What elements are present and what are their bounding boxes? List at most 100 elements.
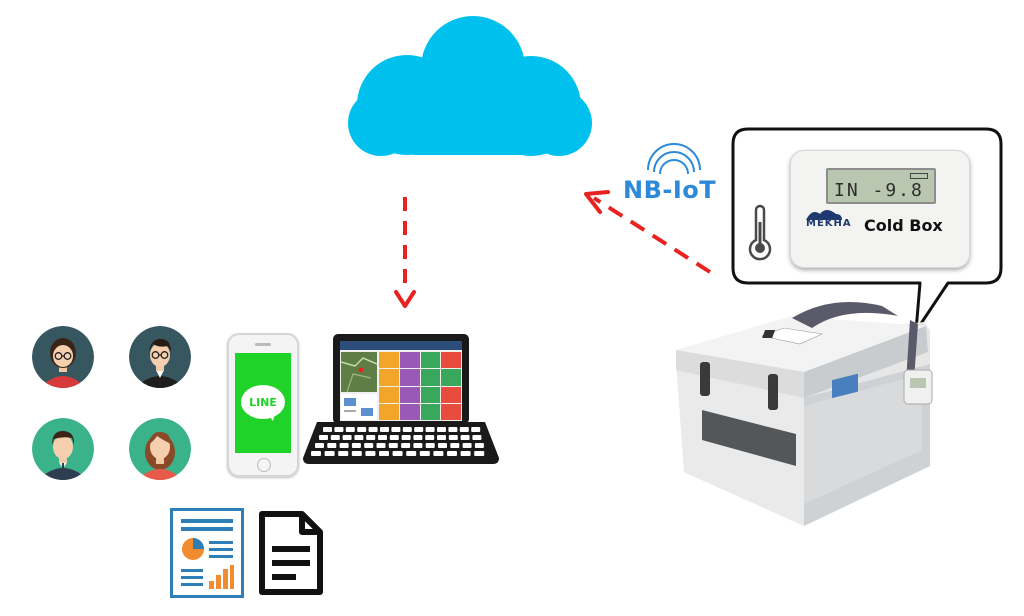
keyboard-key [365,451,376,456]
dashboard-tile [399,352,420,369]
keyboard-key [472,435,482,440]
keyboard-key [311,451,321,456]
keyboard-key [338,451,349,456]
nbiot-label: NB-IoT [623,176,717,204]
keyboard-key [324,451,335,456]
keyboard-key [380,427,389,432]
lcd-reading: IN -9.8 [834,180,924,201]
keyboard-key [389,435,399,440]
keyboard-key [330,435,340,440]
phone-speaker [255,343,271,346]
keyboard-key [425,435,435,440]
keyboard-key [401,435,411,440]
keyboard-key [414,427,424,432]
map-panel [340,352,378,393]
keyboard-key [474,451,485,456]
keyboard-key [339,443,349,448]
dashboard-tile [441,386,461,403]
keyboard-key [406,451,417,456]
keyboard-key [460,451,471,456]
cloud-to-devices-arrow [394,197,416,308]
keyboard-key [342,435,352,440]
dashboard-tile [441,369,461,386]
device-to-cloud-arrow [584,190,712,274]
keyboard-key [471,427,481,432]
cloud-icon [348,16,592,156]
report-chart-icon [170,508,244,598]
keyboard-key [438,443,447,448]
keyboard-key [437,427,446,432]
keyboard-key [448,435,458,440]
dashboard-tile [420,369,441,386]
dashboard-tile [399,369,420,386]
battery-icon [910,173,928,179]
keyboard-key [351,443,361,448]
man-with-glasses-avatar [129,326,191,388]
keyboard-key [388,443,398,448]
keyboard-key [474,443,484,448]
dashboard-tile [399,403,420,420]
dashboard-tile [441,352,461,369]
keyboard-key [354,435,364,440]
dashboard-tile [420,352,441,369]
keyboard-key [366,435,376,440]
keyboard-key [391,427,401,432]
keyboard-key [351,451,362,456]
dashboard-tile [399,386,420,403]
keyboard-key [315,443,324,448]
keyboard-key [425,443,435,448]
keyboard-key [447,451,457,456]
keyboard-key [378,435,387,440]
keyboard-key [357,427,367,432]
keyboard-key [459,427,469,432]
keyboard-key [319,435,328,440]
wifi-signal-icon [647,143,701,175]
dashboard-tile [379,386,399,403]
laptop-keyboard [303,422,499,464]
keyboard-key [462,443,472,448]
keyboard-key [345,427,355,432]
keyboard-key [433,451,444,456]
dashboard-header [340,341,462,350]
device-list-panel [341,394,377,420]
dashboard-tile [420,386,441,403]
text-document-icon [259,511,323,595]
brand-name: MEKHA [806,218,852,229]
keyboard-key [425,427,435,432]
keyboard-key [460,435,470,440]
keyboard-key [437,435,446,440]
keyboard-key [419,451,430,456]
dashboard-tile [441,403,461,420]
dashboard-tile [420,403,441,420]
sensor-status-grid [379,352,461,420]
keyboard-key [334,427,344,432]
keyboard-key [376,443,386,448]
dashboard-screen [340,341,462,421]
laptop [333,334,469,424]
dashboard-tile [379,352,399,369]
keyboard-key [450,443,460,448]
smartphone: LINE [227,333,299,477]
home-button [257,458,271,472]
line-app-screen: LINE [235,353,291,453]
man-in-suit-avatar [32,418,94,480]
mekha-logo-icon [806,210,842,220]
keyboard-key [402,427,412,432]
keyboard-key [368,427,378,432]
keyboard-key [327,443,337,448]
cold-box-sensor-device: IN -9.8 MEKHA Cold Box [790,150,970,268]
keyboard-key [323,427,332,432]
keyboard-key [413,435,423,440]
thermometer-icon [748,204,772,261]
dashboard-tile [379,369,399,386]
woman-avatar [129,418,191,480]
lcd-display: IN -9.8 [826,168,936,204]
keyboard-key [364,443,374,448]
woman-with-glasses-avatar [32,326,94,388]
dashboard-tile [379,403,399,420]
keyboard-key [401,443,411,448]
keyboard-key [379,451,389,456]
line-app-label: LINE [249,396,277,409]
keyboard-key [448,427,458,432]
keyboard-key [413,443,423,448]
